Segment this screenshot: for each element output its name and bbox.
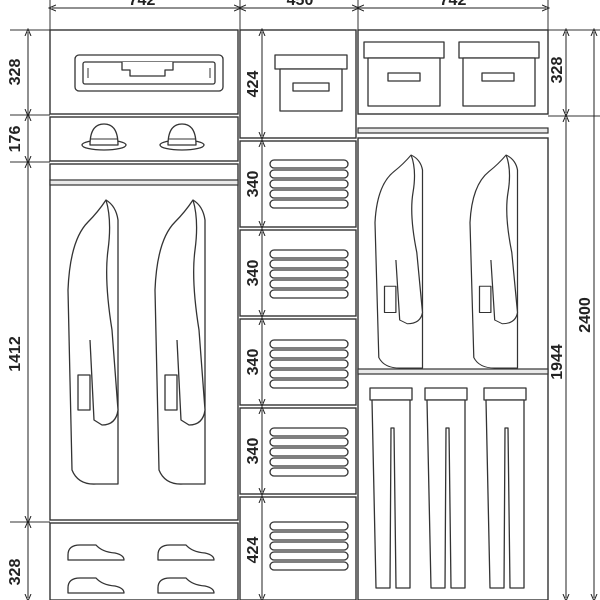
jacket-icon bbox=[469, 154, 519, 369]
left-hat-compartment bbox=[49, 116, 239, 162]
jacket-icon bbox=[154, 199, 206, 485]
left-height-dimensions: 328 176 1412 328 bbox=[7, 32, 28, 598]
dim-mid-shelf-3: 340 bbox=[245, 349, 262, 376]
right-column bbox=[357, 29, 549, 600]
box-icon bbox=[274, 54, 348, 112]
dim-width-left: 742 bbox=[129, 0, 156, 9]
middle-column: 424 340 340 340 340 424 bbox=[239, 30, 357, 600]
dim-mid-shelf-1: 340 bbox=[245, 171, 262, 198]
dim-right-top: 328 bbox=[549, 57, 566, 84]
folded-clothes-icon bbox=[269, 521, 349, 571]
trousers-icon bbox=[483, 387, 527, 589]
trousers-icon bbox=[369, 387, 413, 589]
jacket-icon bbox=[67, 199, 119, 485]
left-hanging-rod bbox=[49, 179, 239, 186]
jacket-icon bbox=[374, 154, 424, 369]
dim-left-hanging: 1412 bbox=[7, 336, 24, 372]
width-dimensions: 742 450 742 bbox=[52, 0, 546, 9]
folded-clothes-icon bbox=[269, 427, 349, 477]
right-top-shelf bbox=[357, 127, 549, 134]
shoe-icon bbox=[67, 544, 215, 594]
dim-total-height: 2400 bbox=[577, 297, 594, 333]
folded-clothes-icon bbox=[269, 339, 349, 389]
hat-icon bbox=[81, 123, 127, 151]
trousers-icon bbox=[424, 387, 468, 589]
right-middle-rod bbox=[357, 368, 549, 375]
dim-width-middle: 450 bbox=[287, 0, 314, 9]
left-column bbox=[49, 29, 239, 600]
dim-mid-shelf-4: 340 bbox=[245, 438, 262, 465]
box-icon bbox=[458, 41, 540, 107]
dim-mid-shelf-2: 340 bbox=[245, 260, 262, 287]
right-height-dimensions: 328 1944 2400 bbox=[549, 32, 594, 598]
hat-icon bbox=[159, 123, 205, 151]
box-icon bbox=[363, 41, 445, 107]
dim-left-hats: 176 bbox=[7, 126, 24, 153]
folded-clothes-icon bbox=[269, 249, 349, 299]
suitcase-icon bbox=[74, 54, 224, 92]
dim-mid-top: 424 bbox=[245, 71, 262, 98]
dim-mid-bottom: 424 bbox=[245, 537, 262, 564]
folded-clothes-icon bbox=[269, 159, 349, 209]
dim-width-right: 742 bbox=[440, 0, 467, 9]
dim-left-top: 328 bbox=[7, 59, 24, 86]
dim-left-bottom: 328 bbox=[7, 559, 24, 586]
dim-right-hanging: 1944 bbox=[549, 344, 566, 380]
